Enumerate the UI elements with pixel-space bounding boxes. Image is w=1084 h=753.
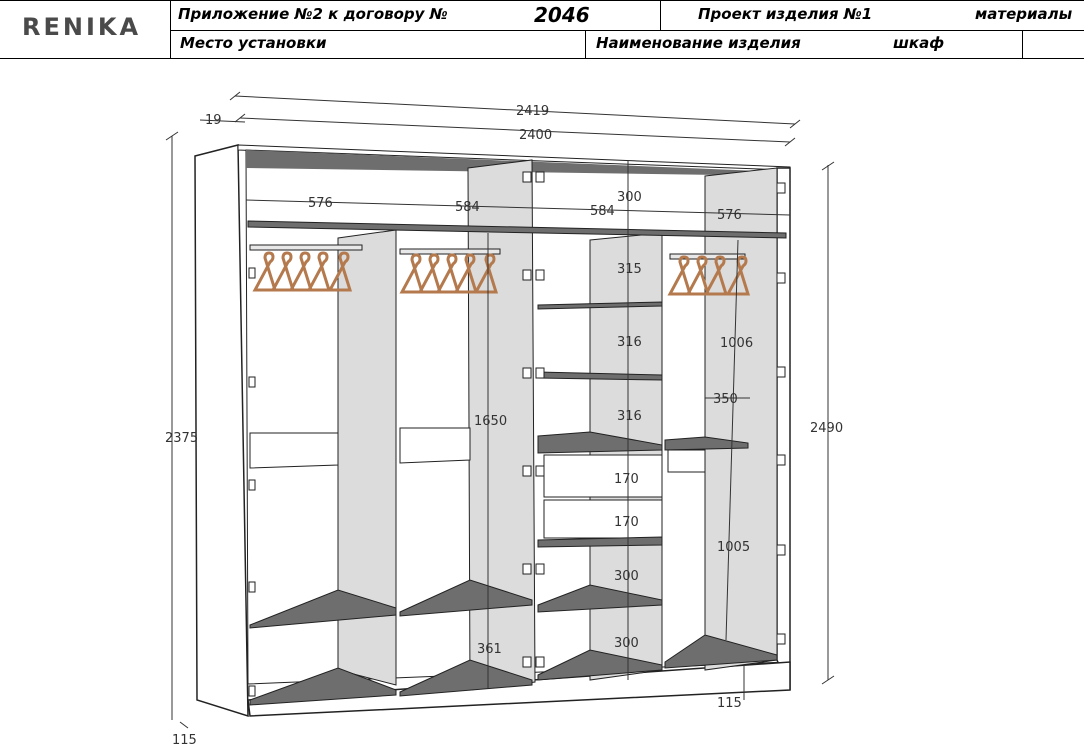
dim-total-width-inner: 2400	[519, 128, 552, 143]
drawer-1[interactable]	[543, 454, 663, 498]
dim-plinth-left: 115	[172, 733, 197, 748]
header-divider	[585, 30, 586, 59]
mid-shelf-1	[249, 432, 339, 469]
dim-drawer-2: 170	[614, 515, 639, 530]
header-divider	[170, 30, 1084, 31]
header: RENIKA Приложение №2 к договору № 2046 П…	[0, 0, 1084, 59]
partition-1	[337, 229, 397, 686]
header-divider	[660, 0, 661, 30]
upper-shelf	[247, 220, 787, 239]
header-divider	[1022, 30, 1023, 59]
company-logo: RENIKA	[22, 13, 142, 41]
contract-number: 2046	[534, 3, 590, 27]
wardrobe-drawing: 2419 2400 19 576 584 584 576 300 315 316…	[0, 59, 1084, 748]
header-border-bottom	[0, 58, 1084, 59]
hinges	[248, 171, 786, 697]
lower-shelf-1	[249, 589, 397, 629]
partition-4	[704, 167, 778, 671]
dimension-lines	[165, 91, 835, 729]
dim-section-4: 576	[717, 208, 742, 223]
header-divider	[170, 0, 171, 59]
wardrobe-svg: 2419 2400 19 576 584 584 576 300 315 316…	[165, 91, 843, 748]
hanging-rail-2	[399, 248, 501, 255]
right-end-panel	[776, 167, 791, 691]
shelf-c3	[537, 431, 663, 454]
bottom-shelf-1	[249, 667, 397, 706]
shelf-r1	[664, 436, 749, 451]
appendix-label: Приложение №2 к договору №	[178, 5, 448, 23]
shelf-c1	[537, 301, 663, 310]
header-border-top	[0, 0, 1084, 1]
left-end-panel	[194, 144, 249, 718]
location-label: Место установки	[180, 34, 327, 52]
dim-right-upper: 1006	[720, 336, 753, 351]
dim-hanging-height: 1650	[474, 414, 507, 429]
dim-plinth-right: 115	[717, 696, 742, 711]
dim-total-height-left: 2375	[165, 431, 198, 446]
project-label: Проект изделия №1	[698, 5, 873, 23]
bottom-shelf-2	[399, 659, 533, 697]
dim-right-shelf-depth: 350	[713, 392, 738, 407]
dim-section-2: 584	[455, 200, 480, 215]
shelf-r1-front	[667, 449, 706, 473]
shelf-c5	[537, 584, 663, 613]
product-name-label: Наименование изделия	[596, 34, 801, 52]
mid-shelf-2	[399, 427, 471, 464]
dim-right-lower: 1005	[717, 540, 750, 555]
dim-total-height-right: 2490	[810, 421, 843, 436]
dim-section-1: 576	[308, 196, 333, 211]
dim-total-width-outer: 2419	[516, 104, 549, 119]
dim-section-3: 584	[590, 204, 615, 219]
dim-shelf-1: 315	[617, 262, 642, 277]
product-name-value: шкаф	[893, 34, 945, 52]
shelf-c6	[537, 649, 663, 681]
dim-lower-shelf-1: 300	[614, 569, 639, 584]
dim-top-shelf: 300	[617, 190, 642, 205]
hanging-rail-1	[249, 244, 363, 251]
shelf-r2	[664, 634, 778, 669]
shelf-c4	[537, 536, 663, 548]
dim-bottom-compartment: 361	[477, 642, 502, 657]
materials-label: материалы	[975, 5, 1073, 23]
dim-shelf-3: 316	[617, 409, 642, 424]
drawer-2[interactable]	[543, 499, 663, 539]
dim-side-thickness: 19	[205, 113, 222, 128]
dim-shelf-2: 316	[617, 335, 642, 350]
dim-lower-shelf-2: 300	[614, 636, 639, 651]
lower-shelf-2	[399, 579, 533, 617]
dim-drawer-1: 170	[614, 472, 639, 487]
